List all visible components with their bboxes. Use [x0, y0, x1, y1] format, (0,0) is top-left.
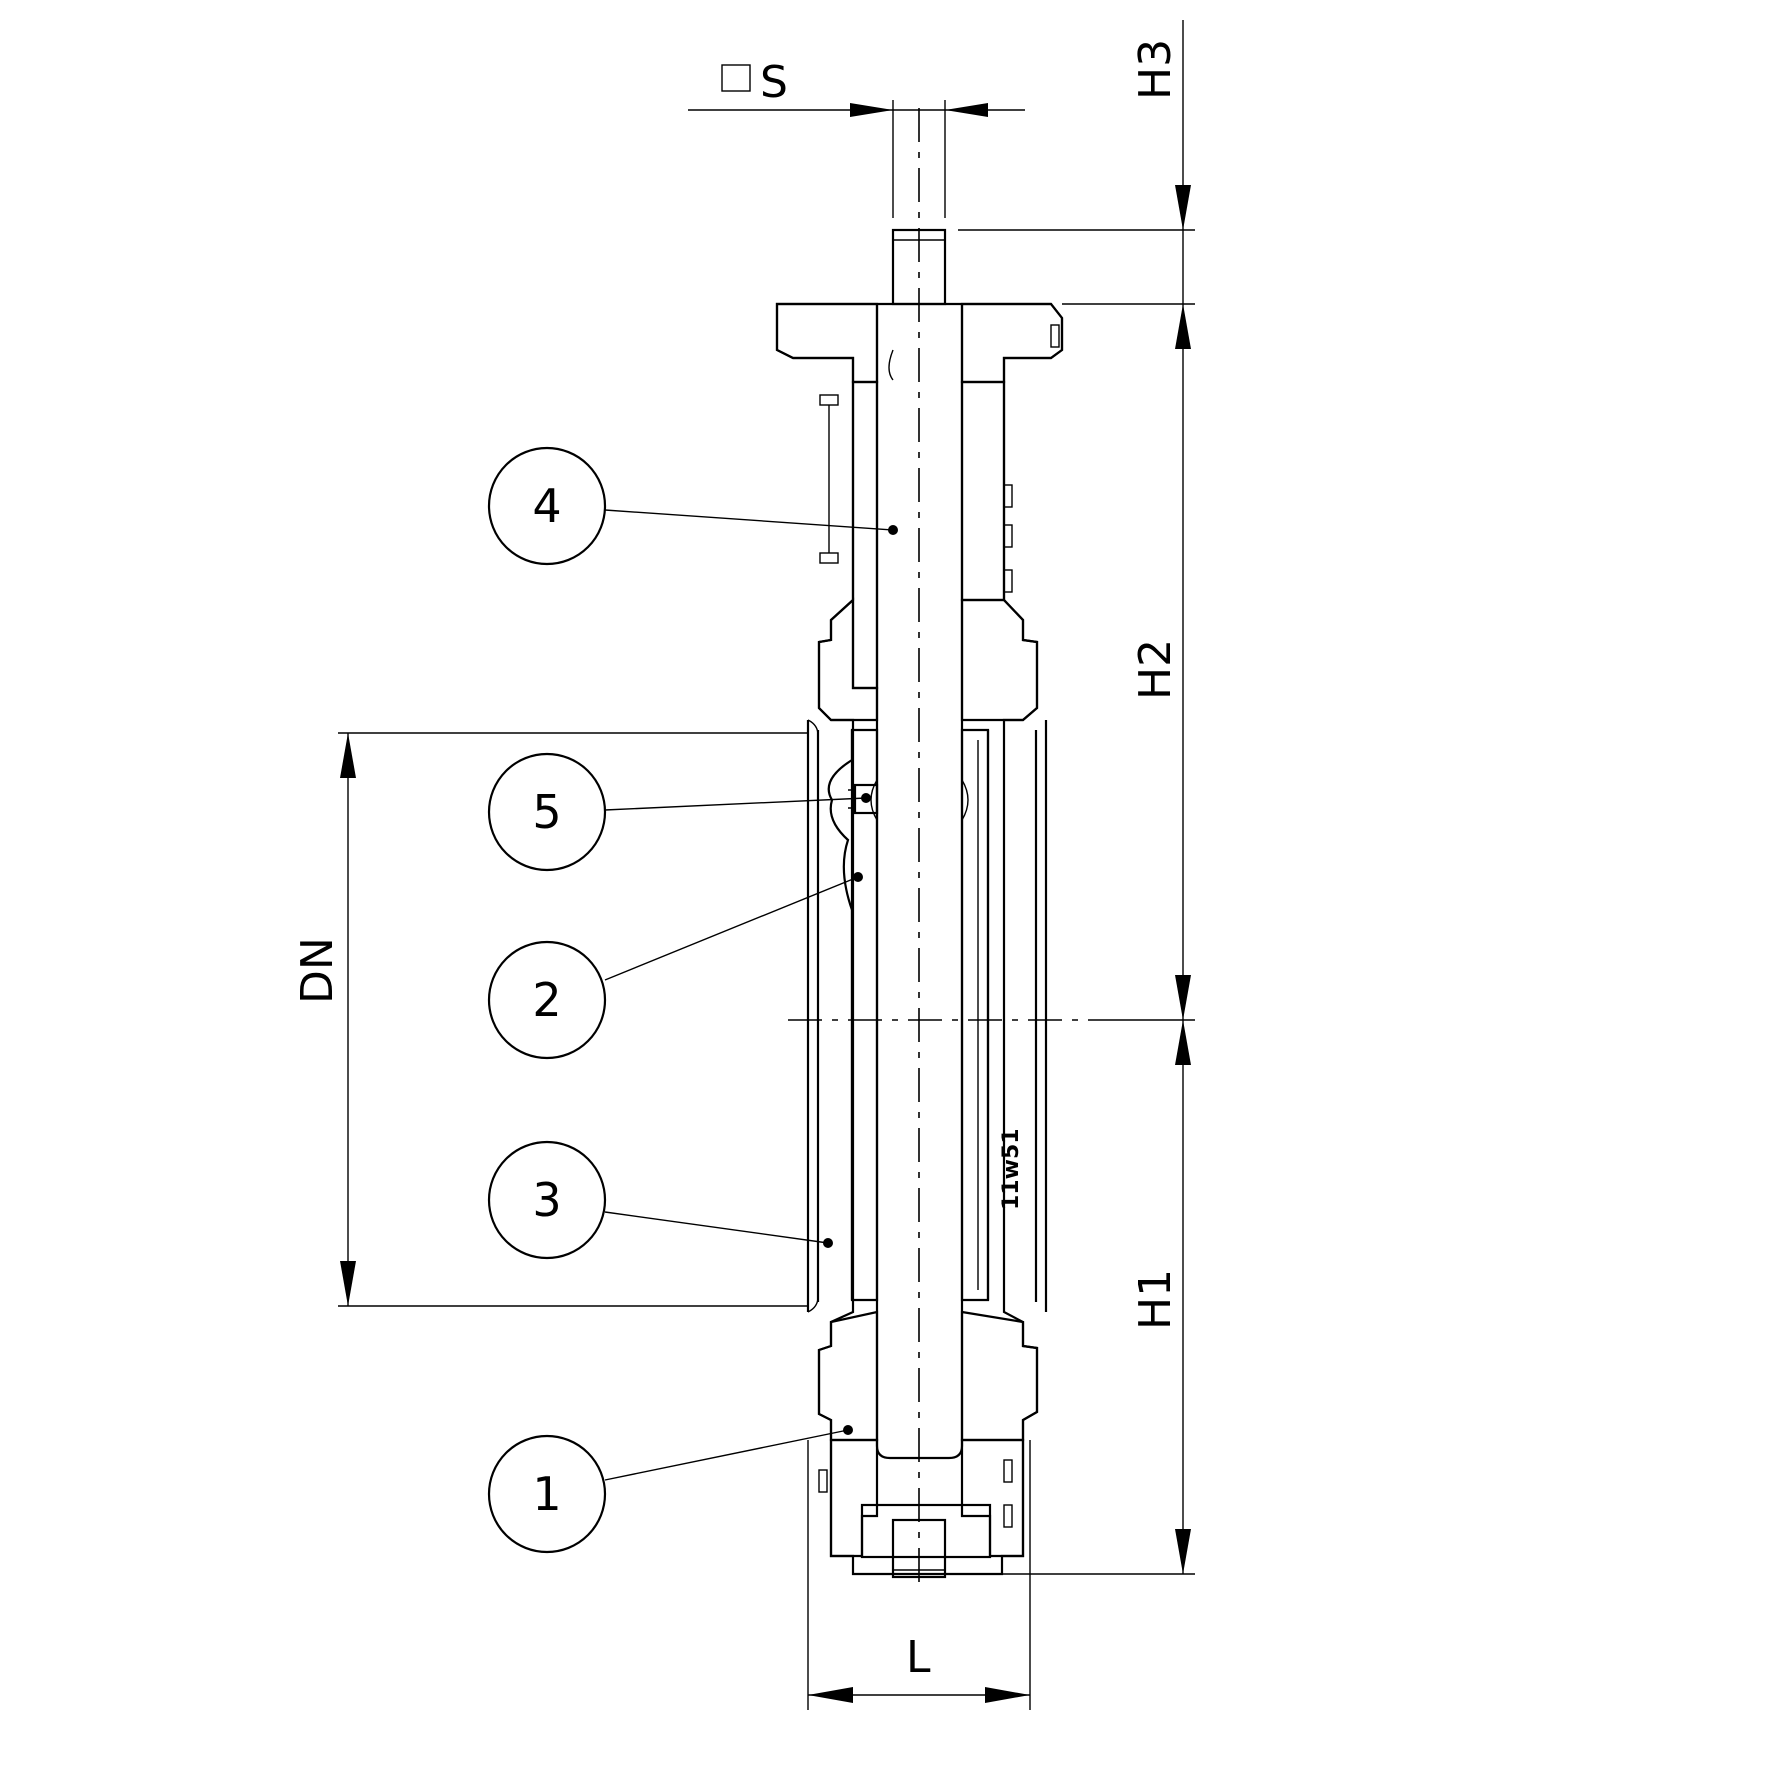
callouts: 4 5 2 3 1 [487, 446, 898, 1554]
callout-2: 2 [532, 973, 561, 1027]
height-dimensions: H3 H2 H1 [958, 20, 1195, 1575]
l-label: L [906, 1632, 931, 1683]
centre-lines [788, 108, 1110, 1585]
callout-5: 5 [532, 785, 561, 839]
side-details [818, 324, 1060, 1528]
dn-dimension: DN [292, 732, 808, 1307]
callout-2-circle [487, 940, 607, 1060]
s-label: S [760, 57, 788, 108]
callout-1: 1 [532, 1467, 561, 1521]
h1-label: H1 [1130, 1269, 1181, 1330]
dn-label: DN [292, 937, 343, 1004]
liner-seat [806, 719, 1048, 1313]
s-dimension: S [688, 57, 1025, 218]
callout-5-circle [487, 752, 607, 872]
h3-label: H3 [1130, 39, 1181, 100]
l-dimension: L [807, 1440, 1031, 1710]
callout-1-circle [487, 1434, 607, 1554]
h2-label: H2 [1130, 639, 1181, 700]
callout-3-circle [487, 1140, 607, 1260]
callout-4-circle [487, 446, 607, 566]
callout-4: 4 [532, 479, 561, 533]
callout-3: 3 [532, 1173, 561, 1227]
disc-marking: 11w51 [999, 1128, 1024, 1210]
